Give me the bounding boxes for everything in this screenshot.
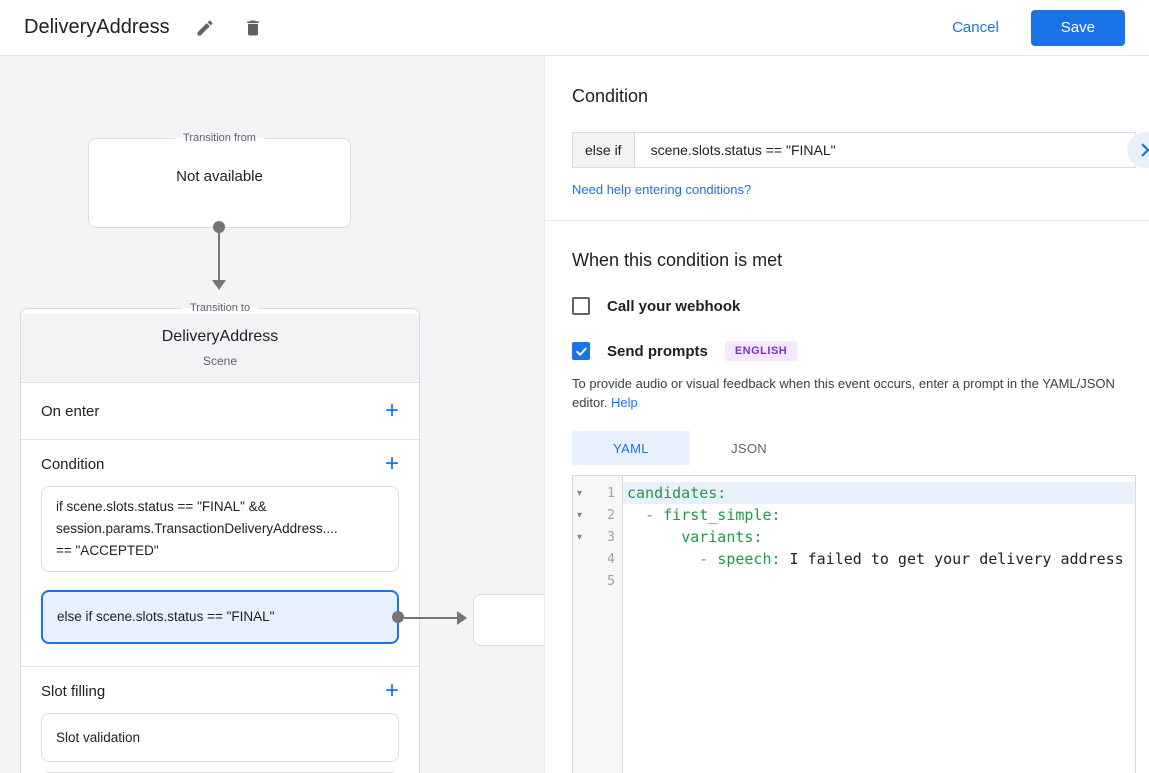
condition-help-link[interactable]: Need help entering conditions? <box>572 182 752 197</box>
collapse-panel-button[interactable] <box>1127 132 1149 168</box>
editor-code-area[interactable]: candidates: - first_simple: variants: - … <box>623 476 1135 773</box>
trash-icon <box>246 20 259 35</box>
yaml-code-editor: ▾ 1 ▾ 2 ▾ 3 4 5 candidates: - first_simple: var… <box>572 475 1136 773</box>
scene-diagram-canvas: Transition from Not available Transition… <box>0 56 545 773</box>
help-link[interactable]: Help <box>611 395 638 410</box>
transition-from-box[interactable]: Transition from Not available <box>88 132 351 228</box>
transition-from-label: Transition from <box>183 132 256 144</box>
line-number: 3 <box>607 529 615 545</box>
add-condition-icon[interactable]: + <box>384 450 399 477</box>
slot-item[interactable]: Slot validation <box>41 713 399 762</box>
checkmark-icon <box>575 347 587 356</box>
connector-line <box>404 617 459 619</box>
tab-json[interactable]: JSON <box>731 440 767 456</box>
condition-prefix: else if <box>573 133 635 167</box>
condition-editor-panel: Condition else if Need help entering con… <box>545 56 1149 773</box>
scene-name: DeliveryAddress <box>161 328 279 345</box>
connector-line <box>218 227 220 280</box>
webhook-row: Call your webhook <box>572 297 1149 315</box>
code-line[interactable] <box>623 570 1135 592</box>
slot-filling-section: Slot filling + Slot validation Transacti… <box>21 666 419 773</box>
condition-expression-input[interactable] <box>634 133 1135 167</box>
condition-expression-field: else if <box>572 132 1136 168</box>
send-prompts-checkbox[interactable] <box>572 342 590 360</box>
save-button[interactable]: Save <box>1030 9 1125 46</box>
transition-target-box[interactable] <box>473 594 544 646</box>
on-enter-label: On enter <box>41 402 100 420</box>
add-slot-icon[interactable]: + <box>384 677 399 704</box>
editor-format-tabs: YAML JSON <box>572 431 1149 465</box>
connector-arrowhead <box>457 611 467 625</box>
fold-arrow-icon[interactable]: ▾ <box>577 509 583 521</box>
condition-item-selected[interactable]: else if scene.slots.status == "FINAL" <box>41 590 404 644</box>
page-title: DeliveryAddress <box>24 16 170 38</box>
divider <box>545 220 1149 221</box>
when-condition-met-title: When this condition is met <box>572 250 783 270</box>
transition-to-label: Transition to <box>189 302 251 314</box>
webhook-label: Call your webhook <box>607 297 741 315</box>
on-enter-section: On enter + <box>21 382 419 439</box>
feedback-text: To provide audio or visual feedback when… <box>572 376 1115 410</box>
delete-button[interactable] <box>240 15 266 41</box>
code-line[interactable]: - first_simple: <box>645 506 781 524</box>
tab-yaml[interactable]: YAML <box>572 431 690 465</box>
edit-button[interactable] <box>192 15 218 41</box>
webhook-checkbox[interactable] <box>572 297 590 315</box>
language-badge: ENGLISH <box>724 341 798 361</box>
slot-filling-label: Slot filling <box>41 682 106 700</box>
scene-card: Transition to DeliveryAddress Scene On e… <box>20 302 420 773</box>
scene-card-header[interactable]: DeliveryAddress Scene <box>21 314 419 382</box>
transition-from-content: Not available <box>176 168 263 185</box>
pencil-icon <box>197 19 213 35</box>
feedback-hint: To provide audio or visual feedback when… <box>572 374 1137 412</box>
line-number: 1 <box>607 485 615 501</box>
condition-section: Condition + if scene.slots.status == "FI… <box>21 439 419 666</box>
main-content: Transition from Not available Transition… <box>0 56 1149 773</box>
cancel-button[interactable]: Cancel <box>936 11 1015 44</box>
panel-title: Condition <box>572 86 649 106</box>
connector-arrowhead <box>212 280 226 290</box>
fold-arrow-icon[interactable]: ▾ <box>577 531 583 543</box>
chevron-right-icon <box>1141 143 1149 157</box>
fold-arrow-icon[interactable]: ▾ <box>577 487 583 499</box>
scene-type: Scene <box>202 354 238 368</box>
condition-item[interactable]: if scene.slots.status == "FINAL" && sess… <box>41 486 399 572</box>
connector-dot <box>392 611 404 623</box>
send-prompts-label: Send prompts <box>607 342 708 360</box>
code-line[interactable]: candidates: <box>623 482 1135 504</box>
code-line[interactable]: - speech: I failed to get your delivery … <box>699 550 1124 568</box>
condition-item-text: else if scene.slots.status == "FINAL" <box>57 609 275 624</box>
send-prompts-row: Send prompts ENGLISH <box>572 341 1149 361</box>
condition-section-label: Condition <box>41 455 105 473</box>
line-number: 5 <box>607 573 615 589</box>
editor-gutter: ▾ 1 ▾ 2 ▾ 3 4 5 <box>573 476 623 773</box>
code-line[interactable]: variants: <box>681 528 763 546</box>
line-number: 4 <box>607 551 615 567</box>
top-bar: DeliveryAddress Cancel Save <box>0 0 1149 56</box>
line-number: 2 <box>607 507 615 523</box>
add-on-enter-icon[interactable]: + <box>384 397 399 424</box>
